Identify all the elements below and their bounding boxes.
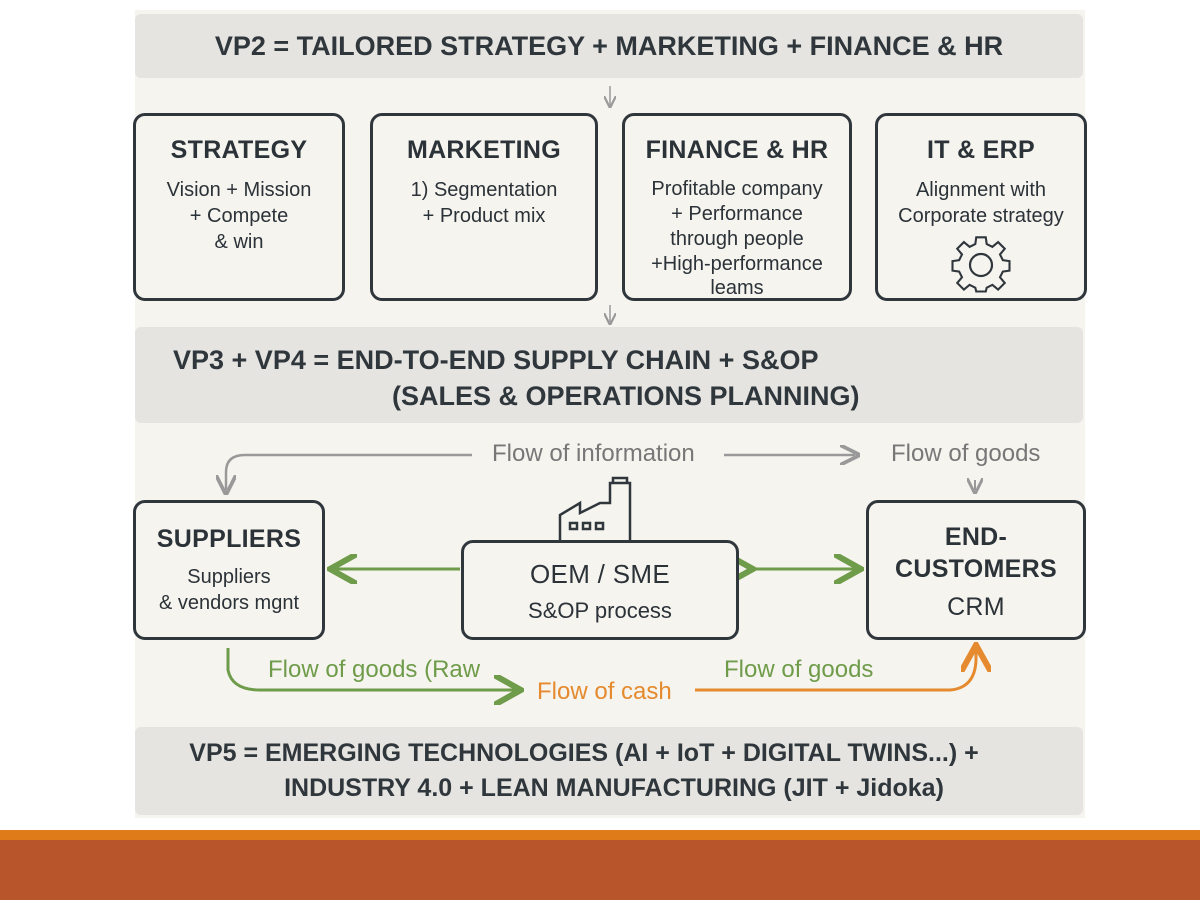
gear-icon (951, 236, 1011, 293)
vp2-banner-text: VP2 = TAILORED STRATEGY + MARKETING + FI… (214, 31, 1004, 61)
pillar-line: Profitable company (651, 178, 823, 200)
pillar-line: Corporate strategy (898, 205, 1064, 227)
pillar-finance-hr: FINANCE & HR Profitable company + Perfor… (622, 113, 852, 301)
vp3-vp4-banner: VP3 + VP4 = END-TO-END SUPPLY CHAIN + S&… (135, 327, 1083, 423)
pillar-it-erp: IT & ERP Alignment with Corporate strate… (875, 113, 1087, 301)
suppliers-line: Suppliers (187, 566, 271, 588)
flow-of-information-label: Flow of information (492, 440, 695, 467)
pillar-title: STRATEGY (170, 136, 308, 164)
pillar-title: MARKETING (406, 136, 562, 164)
end-customers-box: END- CUSTOMERS CRM (866, 500, 1086, 640)
flow-of-goods-raw-label: Flow of goods (Raw (268, 656, 481, 683)
customers-title-2: CUSTOMERS (895, 555, 1057, 583)
suppliers-title: SUPPLIERS (156, 525, 302, 553)
pillar-title: IT & ERP (927, 136, 1035, 164)
pillar-line: Alignment with (915, 179, 1047, 201)
vp5-banner: VP5 = EMERGING TECHNOLOGIES (AI + IoT + … (135, 727, 1083, 815)
pillar-line: Vision + Mission (166, 179, 312, 201)
vp3-vp4-line1: VP3 + VP4 = END-TO-END SUPPLY CHAIN + S&… (173, 345, 819, 375)
pillar-line: + Product mix (422, 205, 546, 227)
suppliers-line: & vendors mgnt (158, 592, 300, 614)
vp3-vp4-line2: (SALES & OPERATIONS PLANNING) (392, 381, 860, 411)
pillar-line: through people (670, 228, 804, 250)
footer-stripe (0, 830, 1200, 840)
oem-title: OEM / SME (530, 559, 670, 589)
customers-title-1: END- (944, 523, 1008, 551)
pillar-line: 1) Segmentation (410, 179, 558, 201)
flow-of-goods-bottom-label: Flow of goods (724, 656, 874, 683)
footer-bar (0, 840, 1200, 900)
suppliers-box: SUPPLIERS Suppliers & vendors mgnt (133, 500, 325, 640)
customers-crm: CRM (947, 593, 1005, 621)
pillar-line: & win (214, 231, 264, 253)
vp5-line2: INDUSTRY 4.0 + LEAN MANUFACTURING (JIT +… (284, 774, 944, 802)
oem-subtitle: S&OP process (528, 598, 672, 623)
vp2-banner: VP2 = TAILORED STRATEGY + MARKETING + FI… (135, 14, 1083, 78)
pillar-line: +High-performance (651, 253, 823, 275)
pillar-title: FINANCE & HR (645, 136, 829, 164)
pillar-line: leams (710, 277, 764, 299)
pillar-line: + Compete (189, 205, 289, 227)
vp5-line1: VP5 = EMERGING TECHNOLOGIES (AI + IoT + … (189, 739, 979, 767)
flow-of-goods-top-label: Flow of goods (891, 440, 1041, 467)
pillar-marketing: MARKETING 1) Segmentation + Product mix (370, 113, 598, 301)
pillar-line: + Performance (671, 203, 803, 225)
factory-icon (558, 476, 632, 543)
flow-of-cash-label: Flow of cash (537, 678, 672, 705)
pillar-strategy: STRATEGY Vision + Mission + Compete & wi… (133, 113, 345, 301)
oem-box: OEM / SME S&OP process (461, 540, 739, 640)
